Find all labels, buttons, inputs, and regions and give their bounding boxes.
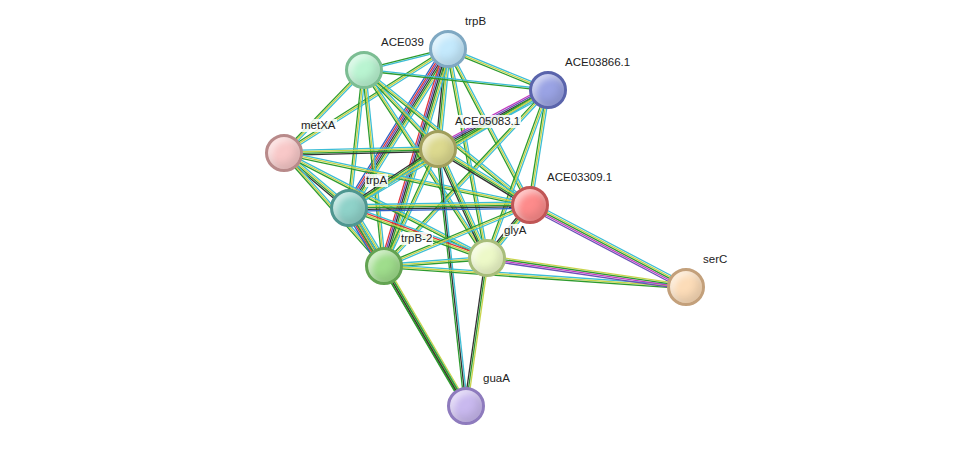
- protein-circle: [419, 130, 457, 168]
- interaction-edge: [302, 147, 420, 155]
- evidence-strand: [382, 71, 530, 87]
- evidence-strand: [454, 158, 515, 195]
- protein-node: trpB: [429, 30, 467, 68]
- protein-label: ACE05083.1: [454, 115, 521, 128]
- interaction-edge: [391, 280, 459, 391]
- interaction-edge: [402, 258, 469, 266]
- evidence-strand: [351, 88, 362, 190]
- evidence-strand: [547, 211, 671, 276]
- protein-circle: [511, 186, 549, 224]
- protein-circle: [468, 239, 506, 277]
- interaction-edge: [464, 54, 532, 84]
- evidence-strand: [367, 88, 383, 248]
- evidence-strand: [453, 96, 531, 138]
- evidence-strand: [367, 212, 471, 250]
- protein-circle: [447, 387, 485, 425]
- interaction-edge: [452, 95, 534, 144]
- evidence-strand: [465, 56, 532, 83]
- protein-circle: [330, 189, 368, 227]
- protein-label: trpB-2: [400, 232, 433, 245]
- evidence-strand: [360, 223, 459, 390]
- interaction-edge: [364, 88, 384, 249]
- protein-label: glyA: [503, 224, 527, 237]
- evidence-strand: [357, 224, 456, 391]
- protein-node: metXA: [265, 134, 303, 172]
- interaction-edge: [349, 88, 363, 191]
- evidence-strand: [296, 83, 351, 140]
- evidence-strand: [376, 83, 425, 136]
- evidence-strand: [504, 263, 667, 287]
- protein-node: trpB-2: [365, 247, 403, 285]
- evidence-strand: [440, 167, 464, 388]
- protein-circle: [529, 71, 567, 109]
- evidence-strand: [455, 156, 516, 193]
- evidence-strand: [364, 160, 423, 199]
- evidence-strand: [366, 88, 382, 248]
- protein-label: ACE03866.1: [564, 56, 631, 69]
- protein-node: trpA: [330, 189, 368, 227]
- evidence-strand: [534, 108, 546, 187]
- evidence-strand: [349, 88, 360, 190]
- evidence-strand: [364, 88, 380, 248]
- protein-circle: [667, 268, 705, 306]
- evidence-strand: [442, 167, 466, 388]
- interaction-edge: [452, 156, 516, 197]
- interaction-edge: [504, 258, 668, 287]
- interaction-edge: [295, 82, 352, 141]
- evidence-strand: [364, 158, 423, 197]
- evidence-strand: [452, 160, 513, 197]
- protein-circle: [265, 134, 303, 172]
- evidence-strand: [363, 157, 422, 196]
- protein-label: guaA: [482, 372, 511, 385]
- protein-node: ACE05083.1: [419, 130, 457, 168]
- evidence-strand: [453, 159, 514, 196]
- evidence-strand: [402, 261, 469, 266]
- evidence-strand: [438, 167, 462, 388]
- evidence-strand: [505, 260, 668, 284]
- evidence-strand: [366, 213, 470, 251]
- evidence-strand: [465, 54, 532, 81]
- evidence-strand: [295, 82, 350, 139]
- protein-node: guaA: [447, 387, 485, 425]
- protein-label: ACE039: [380, 36, 425, 49]
- evidence-strand: [365, 101, 533, 201]
- evidence-strand: [382, 73, 530, 89]
- protein-circle: [365, 247, 403, 285]
- protein-node: serC: [667, 268, 705, 306]
- interaction-edge: [544, 211, 671, 282]
- evidence-strand: [452, 95, 530, 137]
- protein-circle: [345, 51, 383, 89]
- interaction-edge: [357, 223, 458, 392]
- evidence-strand: [377, 82, 426, 135]
- protein-label: metXA: [300, 119, 337, 132]
- protein-circle: [429, 30, 467, 68]
- interaction-edge: [382, 71, 530, 89]
- protein-node: ACE039: [345, 51, 383, 89]
- protein-node: glyA: [468, 239, 506, 277]
- evidence-strand: [392, 282, 456, 391]
- evidence-strand: [505, 261, 668, 285]
- evidence-strand: [302, 152, 420, 155]
- protein-label: trpB: [464, 15, 487, 28]
- protein-node: ACE03309.1: [511, 186, 549, 224]
- evidence-strand: [505, 258, 668, 282]
- evidence-strand: [391, 283, 455, 392]
- evidence-strand: [367, 208, 512, 210]
- evidence-strand: [358, 223, 457, 390]
- evidence-strand: [394, 281, 458, 390]
- protein-label: serC: [702, 253, 728, 266]
- protein-label: ACE03309.1: [546, 171, 613, 184]
- interaction-edge: [438, 167, 465, 389]
- protein-node: ACE03866.1: [529, 71, 567, 109]
- evidence-strand: [298, 84, 353, 141]
- interaction-edge: [367, 202, 512, 211]
- protein-label: trpA: [365, 174, 388, 187]
- evidence-strand: [467, 276, 483, 388]
- evidence-strand: [353, 88, 364, 190]
- evidence-strand: [395, 280, 459, 389]
